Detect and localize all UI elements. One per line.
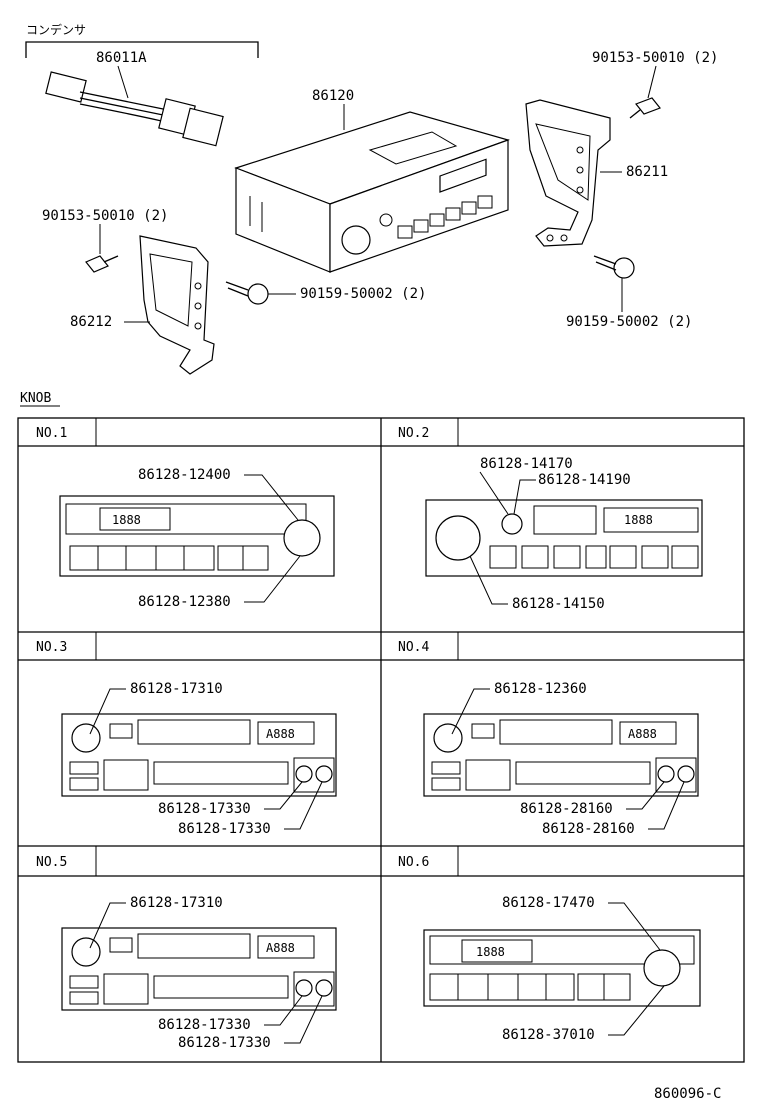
knob-section-title: KNOB: [20, 391, 51, 406]
no3-label-mid: 86128-17330: [158, 801, 251, 817]
faceplate-no3: A888: [61, 713, 337, 797]
display-no6: 1888: [476, 945, 505, 959]
display-no1: 1888: [112, 513, 141, 527]
bracket-left-group: 90153-50010 (2) 86212 90159-50002 (2): [42, 208, 426, 375]
part-86011a-label: 86011A: [96, 50, 147, 66]
screw-right-icon: [593, 255, 635, 279]
no4-label-mid: 86128-28160: [520, 801, 613, 817]
condenser-harness-icon: [45, 71, 224, 147]
no2-label-1: 86128-14170: [480, 456, 573, 472]
bracket-right-group: 90153-50010 (2) 86211 90159-50002 (2): [525, 50, 718, 330]
no4-label-bottom: 86128-28160: [542, 821, 635, 837]
display-no3: A888: [266, 727, 295, 741]
bolt-upper-left-label: 90153-50010 (2): [42, 208, 168, 224]
no5-label-bottom: 86128-17330: [178, 1035, 271, 1051]
no5-label-mid: 86128-17330: [158, 1017, 251, 1033]
no2-label-3: 86128-14150: [512, 596, 605, 612]
no4-label-top: 86128-12360: [494, 681, 587, 697]
panel-no2-title: NO.2: [398, 426, 429, 441]
no3-label-bottom: 86128-17330: [178, 821, 271, 837]
faceplate-no5: A888: [61, 927, 337, 1011]
faceplate-no1: 1888: [59, 495, 335, 577]
panel-no5-title: NO.5: [36, 855, 67, 870]
bracket-86212-icon: [139, 235, 215, 375]
no6-label-top: 86128-17470: [502, 895, 595, 911]
bolt-upper-left-icon: [85, 255, 119, 273]
display-no4: A888: [628, 727, 657, 741]
bracket-86211-icon: [525, 99, 611, 247]
condenser-group: コンデンサ 86011A: [25, 22, 259, 147]
faceplate-no2: 1888: [425, 499, 703, 577]
part-86120-label: 86120: [312, 88, 354, 104]
panel-no6-title: NO.6: [398, 855, 429, 870]
no1-label-bottom: 86128-12380: [138, 594, 231, 610]
no5-label-top: 86128-17310: [130, 895, 223, 911]
bracket-86211-label: 86211: [626, 164, 668, 180]
no3-label-top: 86128-17310: [130, 681, 223, 697]
no1-label-top: 86128-12400: [138, 467, 231, 483]
bolt-upper-right-label: 90153-50010 (2): [592, 50, 718, 66]
no6-label-bottom: 86128-37010: [502, 1027, 595, 1043]
display-no2: 1888: [624, 513, 653, 527]
bolt-upper-right-icon: [629, 97, 661, 119]
diagram-code: 860096-C: [654, 1086, 721, 1102]
bracket-86212-label: 86212: [70, 314, 112, 330]
display-no5: A888: [266, 941, 295, 955]
panel-no3-title: NO.3: [36, 640, 67, 655]
knob-table-grid: [17, 417, 745, 1063]
panel-no1-title: NO.1: [36, 426, 67, 441]
condenser-caption: コンデンサ: [26, 22, 86, 37]
radio-unit-86120: 86120: [234, 88, 510, 273]
screw-center-icon: [225, 281, 269, 305]
screw-center-label: 90159-50002 (2): [300, 286, 426, 302]
faceplate-no4: A888: [423, 713, 699, 797]
panel-no4-title: NO.4: [398, 640, 429, 655]
radio-body-icon: [234, 111, 510, 273]
screw-right-label: 90159-50002 (2): [566, 314, 692, 330]
faceplate-no6: 1888: [423, 929, 701, 1007]
no2-label-2: 86128-14190: [538, 472, 631, 488]
